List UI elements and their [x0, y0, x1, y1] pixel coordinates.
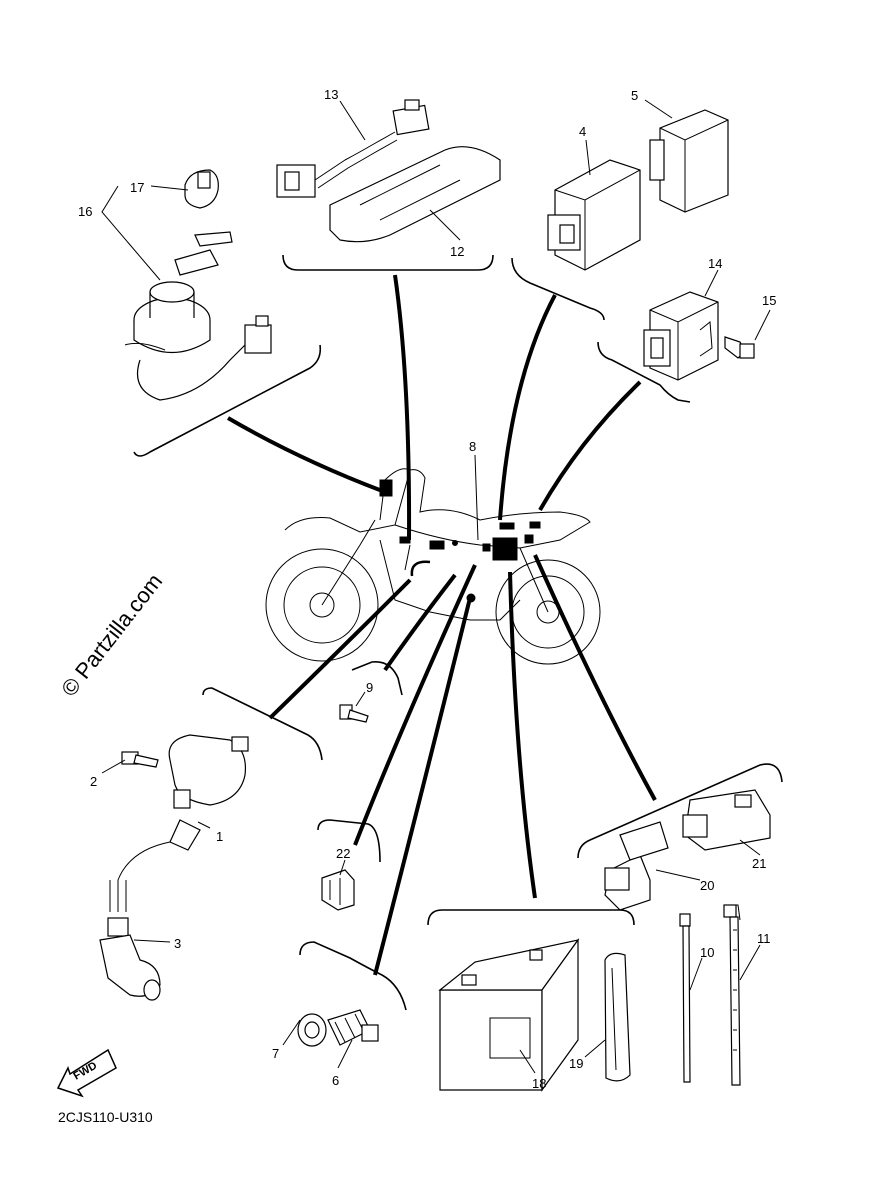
battery-assembly [438, 938, 631, 1092]
callout-6: 6 [332, 1073, 339, 1088]
callout-18: 18 [532, 1076, 546, 1091]
relay-cover [649, 109, 729, 213]
callout-14: 14 [708, 256, 722, 271]
coupler-set [604, 789, 771, 911]
callout-5: 5 [631, 88, 638, 103]
callout-1: 1 [216, 829, 223, 844]
callout-12: 12 [450, 244, 464, 259]
callout-leaders [101, 99, 771, 1074]
callout-22: 22 [336, 846, 350, 861]
drawing-code: 2CJS110-U310 [58, 1109, 153, 1125]
callout-4: 4 [579, 124, 586, 139]
callout-17: 17 [130, 180, 144, 195]
cdi-unit [547, 159, 641, 271]
wire-lead-and-plate [276, 99, 501, 243]
bolt-9 [339, 704, 369, 723]
main-switch-assembly [124, 169, 272, 401]
fwd-arrow-icon: FWD [56, 1048, 117, 1098]
callout-21: 21 [752, 856, 766, 871]
motorcycle-silhouette [265, 468, 601, 665]
neutral-switch-assembly [297, 1009, 379, 1047]
fuse-22 [321, 869, 355, 911]
watermark-text: © Partzilla.com [56, 569, 167, 701]
callout-8: 8 [469, 439, 476, 454]
callout-3: 3 [174, 936, 181, 951]
cable-ties [679, 904, 741, 1086]
callout-11: 11 [757, 931, 771, 946]
callout-16: 16 [78, 204, 92, 219]
relay-and-bolt [643, 291, 755, 381]
callout-13: 13 [324, 87, 338, 102]
ignition-coil-assembly [99, 734, 249, 1001]
callout-15: 15 [762, 293, 776, 308]
callout-20: 20 [700, 878, 714, 893]
callout-9: 9 [366, 680, 373, 695]
callout-10: 10 [700, 945, 714, 960]
leader-lines [226, 274, 657, 976]
callout-19: 19 [569, 1056, 583, 1071]
callout-2: 2 [90, 774, 97, 789]
callout-7: 7 [272, 1046, 279, 1061]
callout-labels: 1 2 3 4 5 6 7 8 9 10 11 12 13 14 15 16 1… [78, 87, 776, 1091]
